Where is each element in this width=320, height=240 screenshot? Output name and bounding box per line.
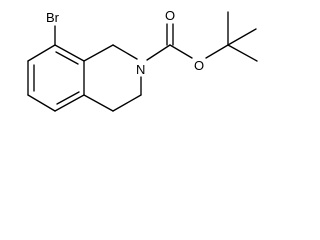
ester-oxygen-label: O [194,58,204,73]
double-bond-c5-c4a [56,91,80,105]
bond-c8a-c8 [54,44,85,62]
bromine-label: Br [46,10,60,25]
bond-oester-cq [205,44,229,59]
bond-c6-c5 [27,94,56,112]
bond-c4-c4a [83,94,114,112]
carbonyl-oxygen-label: O [165,8,175,23]
aromatic-ring [27,44,85,112]
structure-canvas: Br N O O [0,0,284,134]
bond-c5-c4a [54,94,85,112]
bond-ccarbonyl-oester [169,44,193,59]
bond-n2-ccarbonyl [146,44,171,61]
saturated-ring [83,44,142,112]
bond-cq-me3 [227,28,257,46]
bond-c8a-c1 [83,44,114,62]
boc-group [146,11,258,62]
bond-c3-c4 [112,94,142,112]
nitrogen-label: N [136,62,145,77]
bond-c1-n2 [112,44,138,60]
double-bond-c8a-c8 [55,51,79,65]
skeletal-formula: Br N O O [27,8,258,112]
bond-c8-c7 [27,44,56,62]
bond-cq-me2 [227,44,258,62]
